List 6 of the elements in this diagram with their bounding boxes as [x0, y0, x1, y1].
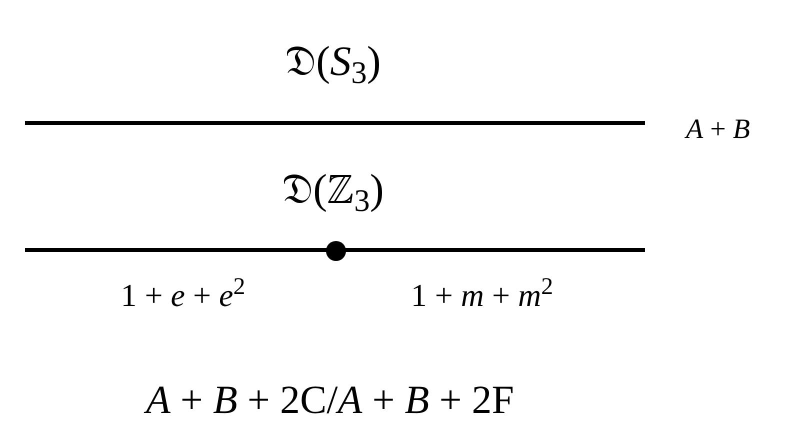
region-label: 𝔇(S$_{3}$) [285, 41, 381, 83]
junction-label: A + B + 2C/A + B + 2F [146, 380, 514, 420]
region-label: 𝔇(ℤ$_{3}$) [282, 169, 384, 211]
line-label: A + B [686, 116, 750, 144]
segment-label: 1 + e + e$^{2}$ [120, 279, 246, 311]
segment-label: 1 + m + m$^{2}$ [410, 279, 554, 311]
